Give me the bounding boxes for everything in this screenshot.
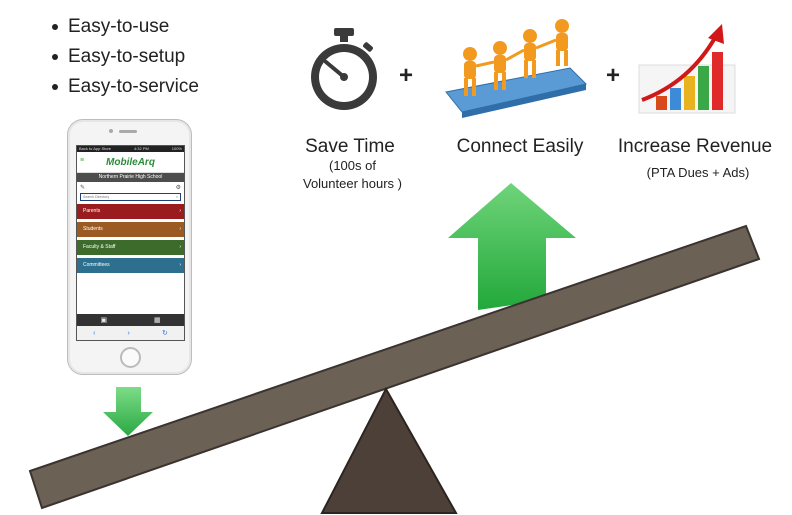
phone-screen: Back to App Store 4:32 PM 100% ≡ MobileA… [76, 145, 185, 341]
refresh-icon[interactable]: ↻ [162, 330, 168, 337]
school-name-bar: Northern Prairie High School [77, 173, 184, 182]
connect-easily-title: Connect Easily [456, 136, 584, 157]
menu-item-label: Students [83, 226, 103, 232]
bullet-item: Easy-to-service [38, 72, 199, 102]
down-arrow [103, 387, 153, 436]
menu-item-committees[interactable]: Committees › [77, 258, 184, 273]
stopwatch-icon [311, 28, 377, 110]
menu-item-parents[interactable]: Parents › [77, 204, 184, 219]
camera-icon [109, 129, 113, 133]
menu-item-students[interactable]: Students › [77, 222, 184, 237]
seesaw-fulcrum [320, 386, 458, 514]
save-time-title: Save Time [305, 136, 395, 157]
search-placeholder: Search Directory [83, 195, 110, 199]
status-bar: Back to App Store 4:32 PM 100% [77, 146, 184, 152]
directory-tab-icon[interactable]: ▣ [100, 317, 108, 324]
bottom-bars: ▣ ▦ ‹ › ↻ [77, 314, 184, 340]
search-icon: × [175, 195, 178, 199]
directory-search-input[interactable]: Search Directory × [80, 193, 181, 201]
up-arrow [448, 183, 576, 310]
increase-revenue-title: Increase Revenue [617, 136, 773, 157]
bar-chart-growth-icon [638, 24, 736, 114]
status-battery: 100% [171, 146, 182, 151]
app-logo: MobileArq [106, 156, 155, 168]
speaker-grille [119, 130, 137, 133]
smartphone-mockup: Back to App Store 4:32 PM 100% ≡ MobileA… [67, 119, 192, 375]
chevron-right-icon: › [179, 208, 181, 214]
tool-row: ✎ ⚙ [77, 182, 184, 192]
menu-icon[interactable]: ≡ [80, 157, 85, 164]
share-icon[interactable]: ✎ [80, 184, 86, 191]
save-time-note-line1: (100s of [329, 158, 376, 173]
home-button[interactable] [120, 347, 141, 368]
chevron-right-icon: › [179, 244, 181, 250]
feature-bullet-list: Easy-to-use Easy-to-setup Easy-to-servic… [38, 12, 199, 102]
menu-item-label: Faculty & Staff [83, 244, 116, 250]
people-puzzle-icon [445, 19, 587, 118]
app-tab-bar: ▣ ▦ [77, 314, 184, 326]
bullet-item: Easy-to-use [38, 12, 199, 42]
plus-sign: + [399, 62, 414, 89]
forward-icon[interactable]: › [127, 329, 130, 337]
chevron-right-icon: › [179, 262, 181, 268]
back-icon[interactable]: ‹ [93, 329, 96, 337]
menu-item-label: Committees [83, 262, 110, 268]
seesaw-beam [28, 224, 761, 510]
status-time: 4:32 PM [133, 146, 149, 151]
browser-nav-bar: ‹ › ↻ [77, 326, 184, 340]
settings-icon[interactable]: ⚙ [175, 184, 181, 191]
revenue-note: (PTA Dues + Ads) [646, 165, 750, 180]
plus-sign: + [606, 62, 621, 89]
chevron-right-icon: › [179, 226, 181, 232]
menu-item-faculty-staff[interactable]: Faculty & Staff › [77, 240, 184, 255]
app-header: ≡ MobileArq [77, 152, 184, 173]
save-time-note-line2: Volunteer hours ) [302, 176, 402, 191]
menu-item-label: Parents [83, 208, 101, 214]
bullet-item: Easy-to-setup [38, 42, 199, 72]
status-back-text: Back to App Store [79, 146, 112, 151]
calendar-tab-icon[interactable]: ▦ [153, 317, 161, 324]
